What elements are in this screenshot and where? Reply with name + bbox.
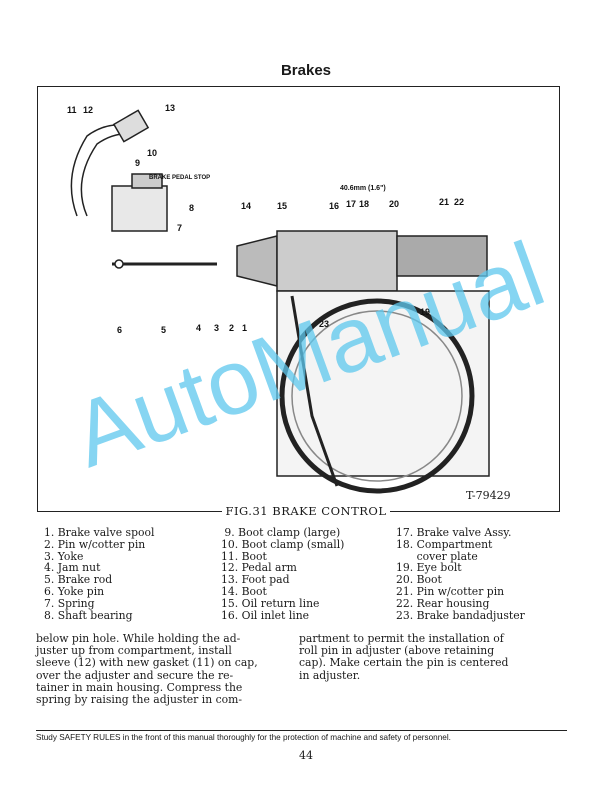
callout-23: 23 xyxy=(319,319,329,329)
text-line: sleeve (12) with new gasket (11) on cap, xyxy=(36,656,258,670)
part-item: 21. Pin w/cotter pin xyxy=(396,584,505,598)
part-item: 18. Compartment xyxy=(396,537,493,551)
callout-12: 12 xyxy=(83,105,93,115)
text-line: below pin hole. While holding the ad- xyxy=(36,632,241,645)
part-item: 14. Boot xyxy=(221,584,267,598)
part-item: 4. Jam nut xyxy=(44,561,101,575)
body-text-col1: below pin hole. While holding the ad-jus… xyxy=(36,632,286,707)
callout-10: 10 xyxy=(147,148,157,158)
callout-17: 17 xyxy=(346,199,356,209)
part-item: cover plate xyxy=(396,549,478,563)
text-line: tainer in main housing. Compress the xyxy=(36,680,243,694)
part-item: 2. Pin w/cotter pin xyxy=(44,537,146,551)
parts-list-col3: 17. Brake valve Assy.18. Compartment cov… xyxy=(396,527,525,621)
part-item: 7. Spring xyxy=(44,596,95,610)
part-item: 17. Brake valve Assy. xyxy=(396,526,512,539)
callout-7: 7 xyxy=(177,223,182,233)
callout-5: 5 xyxy=(161,325,166,335)
part-item: 9. Boot clamp (large) xyxy=(221,526,341,539)
part-item: 1. Brake valve spool xyxy=(44,526,155,539)
callout-6: 6 xyxy=(117,325,122,335)
safety-notice: Study SAFETY RULES in the front of this … xyxy=(36,733,451,742)
figure-caption: FIG.31 BRAKE CONTROL xyxy=(221,504,391,518)
part-item: 23. Brake bandadjuster xyxy=(396,608,525,622)
callout-16: 16 xyxy=(329,201,339,211)
callout-4: 4 xyxy=(196,323,201,333)
footer-rule xyxy=(36,730,567,731)
part-item: 22. Rear housing xyxy=(396,596,490,610)
callout-20: 20 xyxy=(389,199,399,209)
brake-control-illustration: 11 12 13 10 9 BRAKE PEDAL STOP 8 7 6 5 4… xyxy=(67,103,490,494)
part-item: 11. Boot xyxy=(221,549,267,563)
callout-11: 11 xyxy=(67,105,77,115)
callout-15: 15 xyxy=(277,201,287,211)
callout-brake-pedal-stop: BRAKE PEDAL STOP xyxy=(149,175,210,181)
text-line: cap). Make certain the pin is centered xyxy=(299,656,509,670)
callout-19: 19 xyxy=(420,307,430,317)
text-line: spring by raising the adjuster in com- xyxy=(36,693,243,707)
callout-22: 22 xyxy=(454,197,464,207)
part-item: 8. Shaft bearing xyxy=(44,608,133,622)
dimension-label: 40.6mm (1.6") xyxy=(340,185,386,192)
callout-18: 18 xyxy=(359,199,369,209)
callout-13: 13 xyxy=(165,103,175,113)
text-line: in adjuster. xyxy=(299,668,361,682)
part-item: 6. Yoke pin xyxy=(44,584,105,598)
text-line: roll pin in adjuster (above retaining xyxy=(299,644,495,658)
callout-21: 21 xyxy=(439,197,449,207)
figure-frame xyxy=(37,86,560,512)
part-item: 12. Pedal arm xyxy=(221,561,297,575)
callout-3: 3 xyxy=(214,323,219,333)
parts-list-col2: 9. Boot clamp (large)10. Boot clamp (sma… xyxy=(221,527,344,621)
callout-1: 1 xyxy=(242,323,247,333)
part-item: 3. Yoke xyxy=(44,549,84,563)
part-item: 15. Oil return line xyxy=(221,596,320,610)
callout-2: 2 xyxy=(229,323,234,333)
text-line: over the adjuster and secure the re- xyxy=(36,668,234,682)
callout-8: 8 xyxy=(189,203,194,213)
callout-14: 14 xyxy=(241,201,251,211)
page-title: Brakes xyxy=(280,62,332,79)
part-item: 13. Foot pad xyxy=(221,573,290,587)
part-item: 5. Brake rod xyxy=(44,573,113,587)
part-item: 20. Boot xyxy=(396,573,442,587)
part-item: 16. Oil inlet line xyxy=(221,608,310,622)
part-item: 10. Boot clamp (small) xyxy=(221,537,345,551)
figure-reference: T-79429 xyxy=(466,489,511,502)
text-line: partment to permit the installation of xyxy=(299,632,504,645)
page-number: 44 xyxy=(299,749,313,762)
text-line: juster up from compartment, install xyxy=(36,644,232,658)
callout-9: 9 xyxy=(135,158,140,168)
part-item: 19. Eye bolt xyxy=(396,561,462,575)
